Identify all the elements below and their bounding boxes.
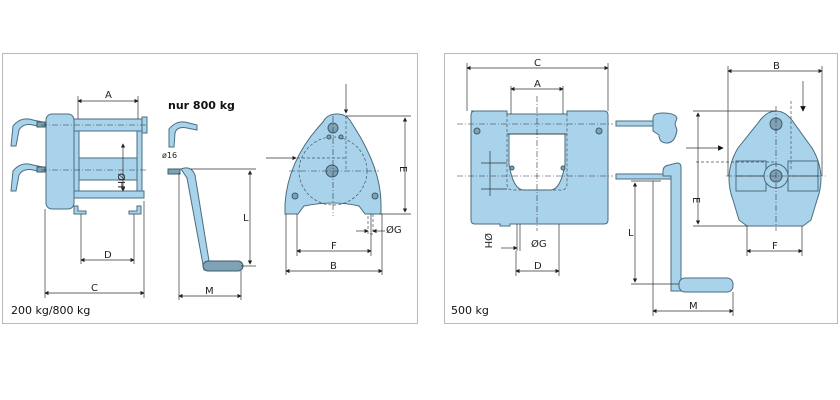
- dimension-m-label: M: [205, 286, 214, 297]
- dimension-b-label: B: [330, 261, 337, 272]
- knob-icon: [652, 112, 678, 144]
- crank-handle-icon: [10, 118, 44, 147]
- dimension-c-label: C: [534, 58, 541, 69]
- panel-caption: 500 kg: [451, 304, 489, 317]
- dimension-c-label: C: [91, 283, 98, 294]
- note-only-800kg: nur 800 kg: [168, 99, 235, 112]
- crank-detail: ø16 L M: [162, 121, 256, 300]
- winch-side-view: A ØH D C: [10, 90, 148, 298]
- winch-front-view: E F B ØG: [266, 84, 411, 275]
- dimension-m-label: M: [689, 301, 698, 312]
- dimension-b-label: B: [773, 61, 780, 72]
- crank-detail: L M: [615, 112, 734, 316]
- dimension-d-label: D: [104, 250, 112, 261]
- diameter-16-label: ø16: [162, 151, 177, 160]
- dimension-a-label: A: [105, 90, 112, 101]
- crank-handle-icon: [10, 163, 44, 192]
- winch-side-views-drawing: A ØH D C nur 800 kg ø16 L M: [10, 84, 411, 300]
- winch-front-view: B E F: [686, 61, 826, 256]
- panel-caption: 200 kg/800 kg: [11, 304, 91, 317]
- dimension-a-label: A: [534, 79, 541, 90]
- dimension-g-label: ØG: [531, 238, 547, 250]
- winch-side-view: C A ØH ØG D: [457, 58, 613, 276]
- dimension-e-label: E: [690, 197, 701, 203]
- dimension-d-label: D: [534, 261, 542, 272]
- dimension-h-label: ØH: [482, 233, 494, 248]
- winch-500kg-views-drawing: C A ØH ØG D L M: [457, 58, 826, 316]
- dimension-f-label: F: [772, 241, 778, 252]
- dimension-f-label: F: [331, 241, 337, 252]
- dimension-h-label: ØH: [115, 173, 127, 188]
- dimension-l-label: L: [628, 228, 634, 239]
- dimension-e-label: E: [397, 166, 408, 172]
- dimension-l-label: L: [243, 213, 249, 224]
- winch-200-800kg-drawing-panel: A ØH D C nur 800 kg ø16 L M: [2, 53, 418, 324]
- dimension-g-label: ØG: [386, 224, 402, 236]
- winch-500kg-drawing-panel: C A ØH ØG D L M: [444, 53, 838, 324]
